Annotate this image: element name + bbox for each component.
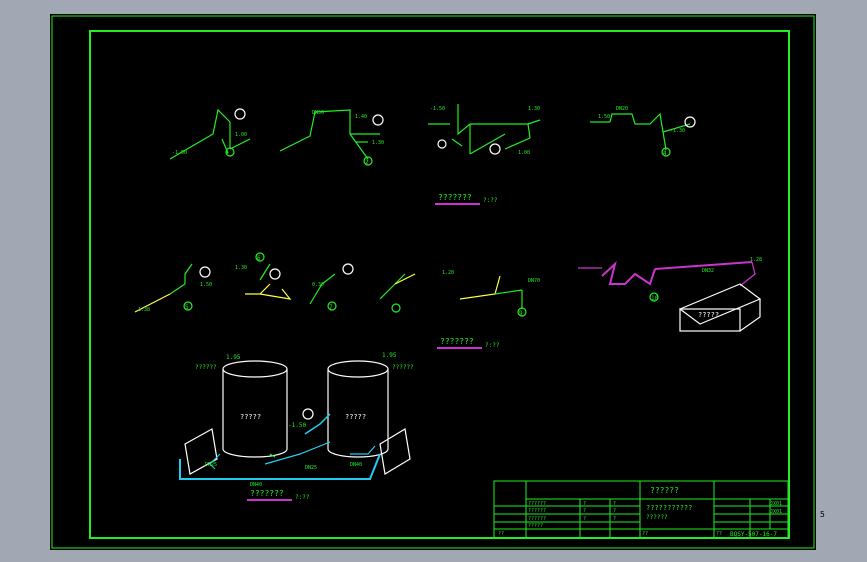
cad-drawing-canvas: ??????? ?:?? ??????? ?:?? ??????? ?:?? ?…	[51, 15, 815, 549]
svg-text:-1.30: -1.30	[670, 128, 685, 134]
svg-text:?: ?	[613, 516, 616, 522]
size-tank-1: DN25	[205, 462, 217, 468]
tank-note-right: ??????	[392, 364, 414, 371]
diagram-row-2	[134, 252, 762, 332]
elev-tank-left: 1.95	[226, 354, 241, 361]
caption-scale-1: ?:??	[483, 197, 498, 204]
size-tank-2: DN40	[250, 482, 262, 488]
elev-tank-right: 1.95	[382, 352, 397, 359]
title-block-subtitle-2: ??????	[646, 514, 668, 521]
svg-text:1.00: 1.00	[235, 132, 247, 138]
outer-border	[51, 15, 815, 549]
annotations: 1.00 -1.50 DN50 1.40 1.30 -1.50 1.30 1.0…	[138, 106, 762, 317]
svg-text:-1.50: -1.50	[172, 150, 187, 156]
svg-text:6: 6	[257, 255, 261, 262]
svg-text:10: 10	[651, 295, 659, 302]
svg-text:DN50: DN50	[312, 110, 324, 116]
svg-text:1.30: 1.30	[235, 265, 247, 271]
svg-text:1.50: 1.50	[598, 114, 610, 120]
caption-system-1: ???????	[438, 193, 472, 202]
caption-system-3: ???????	[250, 489, 284, 498]
size-tank-3: DN25	[305, 465, 317, 471]
svg-text:7: 7	[329, 304, 333, 311]
drawing-viewport[interactable]: ??????? ?:?? ??????? ?:?? ??????? ?:?? ?…	[50, 14, 816, 550]
svg-text:??????: ??????	[528, 501, 546, 507]
svg-text:??????: ??????	[528, 516, 546, 522]
title-block	[493, 480, 789, 539]
tank-note-left: ??????	[195, 364, 217, 371]
svg-text:1.20: 1.20	[442, 270, 454, 276]
box-label: ?????	[698, 311, 719, 319]
svg-text:4: 4	[663, 150, 667, 157]
svg-text:??: ??	[642, 531, 648, 537]
svg-text:-1.50: -1.50	[430, 106, 445, 112]
svg-text:?: ?	[613, 508, 616, 514]
caption-system-2: ???????	[440, 337, 474, 346]
svg-text:0.30: 0.30	[312, 282, 324, 288]
svg-text:DN20: DN20	[616, 106, 628, 112]
svg-text:1.38: 1.38	[138, 307, 150, 313]
svg-text:5: 5	[185, 304, 189, 311]
tank-right-label: ?????	[345, 413, 366, 421]
svg-text:1.40: 1.40	[355, 114, 367, 120]
elev-pump: -1.50	[288, 422, 306, 429]
svg-text:1.00: 1.00	[518, 150, 530, 156]
svg-text:1.30: 1.30	[528, 106, 540, 112]
title-block-subtitle: ???????????	[646, 504, 692, 512]
title-block-text: ?????? ??????????? ?????? BQSY-507-16-7 …	[498, 486, 782, 538]
svg-text:1.30: 1.30	[372, 140, 384, 146]
svg-text:DN32: DN32	[702, 268, 714, 274]
edge-mark: 5	[820, 510, 825, 519]
sheet-code-2: JX01	[770, 509, 782, 515]
title-block-title: ??????	[650, 486, 679, 495]
size-tank-4: DN40	[350, 462, 362, 468]
svg-text:DN70: DN70	[528, 278, 540, 284]
drawing-number: BQSY-507-16-7	[730, 531, 777, 538]
svg-text:?: ?	[613, 501, 616, 507]
svg-text:?????: ?????	[528, 523, 543, 529]
tank-diagram	[179, 360, 411, 480]
svg-text:1: 1	[225, 149, 229, 156]
sheet-code-1: JX01	[770, 501, 782, 507]
caption-scale-2: ?:??	[485, 342, 500, 349]
svg-text:??????: ??????	[528, 508, 546, 514]
captions: ??????? ?:?? ??????? ?:?? ??????? ?:??	[247, 193, 500, 501]
svg-text:??: ??	[716, 531, 722, 537]
svg-text:2: 2	[365, 159, 369, 166]
svg-text:?: ?	[583, 501, 586, 507]
svg-text:1.50: 1.50	[200, 282, 212, 288]
diagram-row-1	[169, 104, 696, 166]
tank-labels: ????? ????? ?????? ?????? 1.95 1.95 -1.5…	[195, 352, 414, 488]
svg-text:?: ?	[583, 516, 586, 522]
caption-scale-3: ?:??	[295, 494, 310, 501]
inner-border	[89, 30, 790, 539]
svg-text:??: ??	[498, 531, 504, 537]
svg-text:?: ?	[583, 508, 586, 514]
tank-left-label: ?????	[240, 413, 261, 421]
svg-text:9: 9	[519, 310, 523, 317]
svg-text:1.28: 1.28	[750, 257, 762, 263]
